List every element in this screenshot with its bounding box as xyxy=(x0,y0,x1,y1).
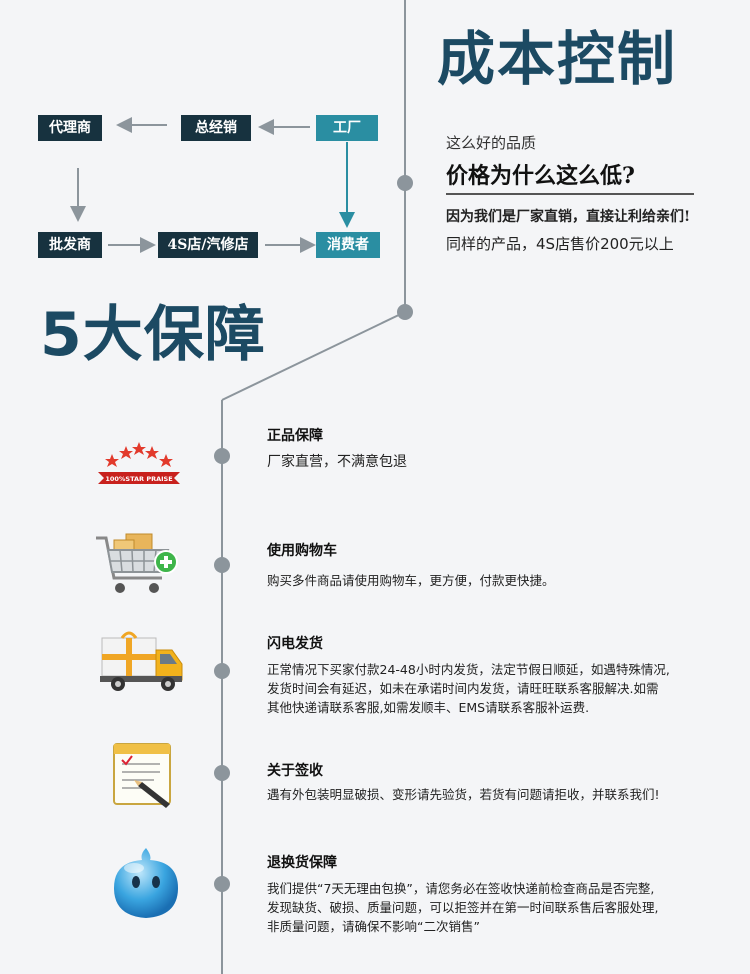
guarantee-line: 发货时间会有延迟，如未在承诺时间内发货，请旺旺联系客服解决.如需 xyxy=(267,681,659,696)
guarantee-line: 厂家直营，不满意包退 xyxy=(267,454,407,470)
price-compare-text: 同样的产品，4S店售价200元以上 xyxy=(446,235,674,253)
timeline-dot xyxy=(397,175,413,191)
guarantee-heading: 使用购物车 xyxy=(267,543,337,559)
guarantee-body: 正常情况下买家付款24-48小时内发货，法定节假日顺延，如遇特殊情况, 发货时间… xyxy=(267,660,670,717)
guarantee-body: 购买多件商品请使用购物车，更方便，付款更快捷。 xyxy=(267,571,555,590)
guarantee-line: 正常情况下买家付款24-48小时内发货，法定节假日顺延，如遇特殊情况, xyxy=(267,662,670,677)
guarantee-heading: 关于签收 xyxy=(267,763,323,779)
delivery-truck-icon xyxy=(100,631,183,691)
sign-document-icon xyxy=(113,743,171,808)
timeline-dot xyxy=(214,876,230,892)
flow-box-factory: 工厂 xyxy=(316,115,378,141)
flow-box-general-distributor: 总经销 xyxy=(181,115,251,141)
guarantees-title: 5大保障 xyxy=(40,300,266,370)
quality-text: 这么好的品质 xyxy=(446,134,537,152)
guarantee-body: 厂家直营，不满意包退 xyxy=(267,453,407,472)
guarantee-line: 其他快递请联系客服,如需发顺丰、EMS请联系客服补运费. xyxy=(267,700,590,715)
price-question: 价格为什么这么低? xyxy=(446,163,635,189)
guarantee-heading: 正品保障 xyxy=(267,428,323,444)
guarantee-heading: 退换货保障 xyxy=(267,855,337,871)
star-badge-icon: 100%STAR PRAISE xyxy=(98,442,180,484)
cost-control-title: 成本控制 xyxy=(437,25,678,93)
timeline-dot xyxy=(214,557,230,573)
guarantee-line: 遇有外包装明显破损、变形请先验货，若货有问题请拒收，并联系我们! xyxy=(267,787,660,802)
guarantee-heading: 闪电发货 xyxy=(267,636,323,652)
badge-text: 100%STAR PRAISE xyxy=(105,475,172,483)
factory-direct-text: 因为我们是厂家直销，直接让利给亲们! xyxy=(446,209,691,225)
timeline-dot xyxy=(214,448,230,464)
underline xyxy=(446,193,694,195)
timeline-diagonal-line xyxy=(221,311,406,401)
flow-box-store: 4S店/汽修店 xyxy=(158,232,258,258)
guarantee-line: 发现缺货、破损、质量问题，可以拒签并在第一时间联系售后客服处理, xyxy=(267,900,659,915)
flow-box-agent: 代理商 xyxy=(38,115,102,141)
guarantee-body: 遇有外包装明显破损、变形请先验货，若货有问题请拒收，并联系我们! xyxy=(267,785,660,804)
chat-bubble-icon xyxy=(114,848,178,918)
shopping-cart-icon xyxy=(96,533,178,593)
timeline-dot xyxy=(214,663,230,679)
timeline-dot xyxy=(214,765,230,781)
flow-box-wholesaler: 批发商 xyxy=(38,232,102,258)
guarantee-line: 非质量问题，请确保不影响“二次销售” xyxy=(267,919,480,934)
guarantee-line: 购买多件商品请使用购物车，更方便，付款更快捷。 xyxy=(267,573,555,588)
guarantee-line: 我们提供“7天无理由包换”，请您务必在签收快递前检查商品是否完整, xyxy=(267,881,655,896)
flow-box-consumer: 消费者 xyxy=(316,232,380,258)
guarantee-body: 我们提供“7天无理由包换”，请您务必在签收快递前检查商品是否完整, 发现缺货、破… xyxy=(267,879,658,936)
timeline-dot xyxy=(397,304,413,320)
